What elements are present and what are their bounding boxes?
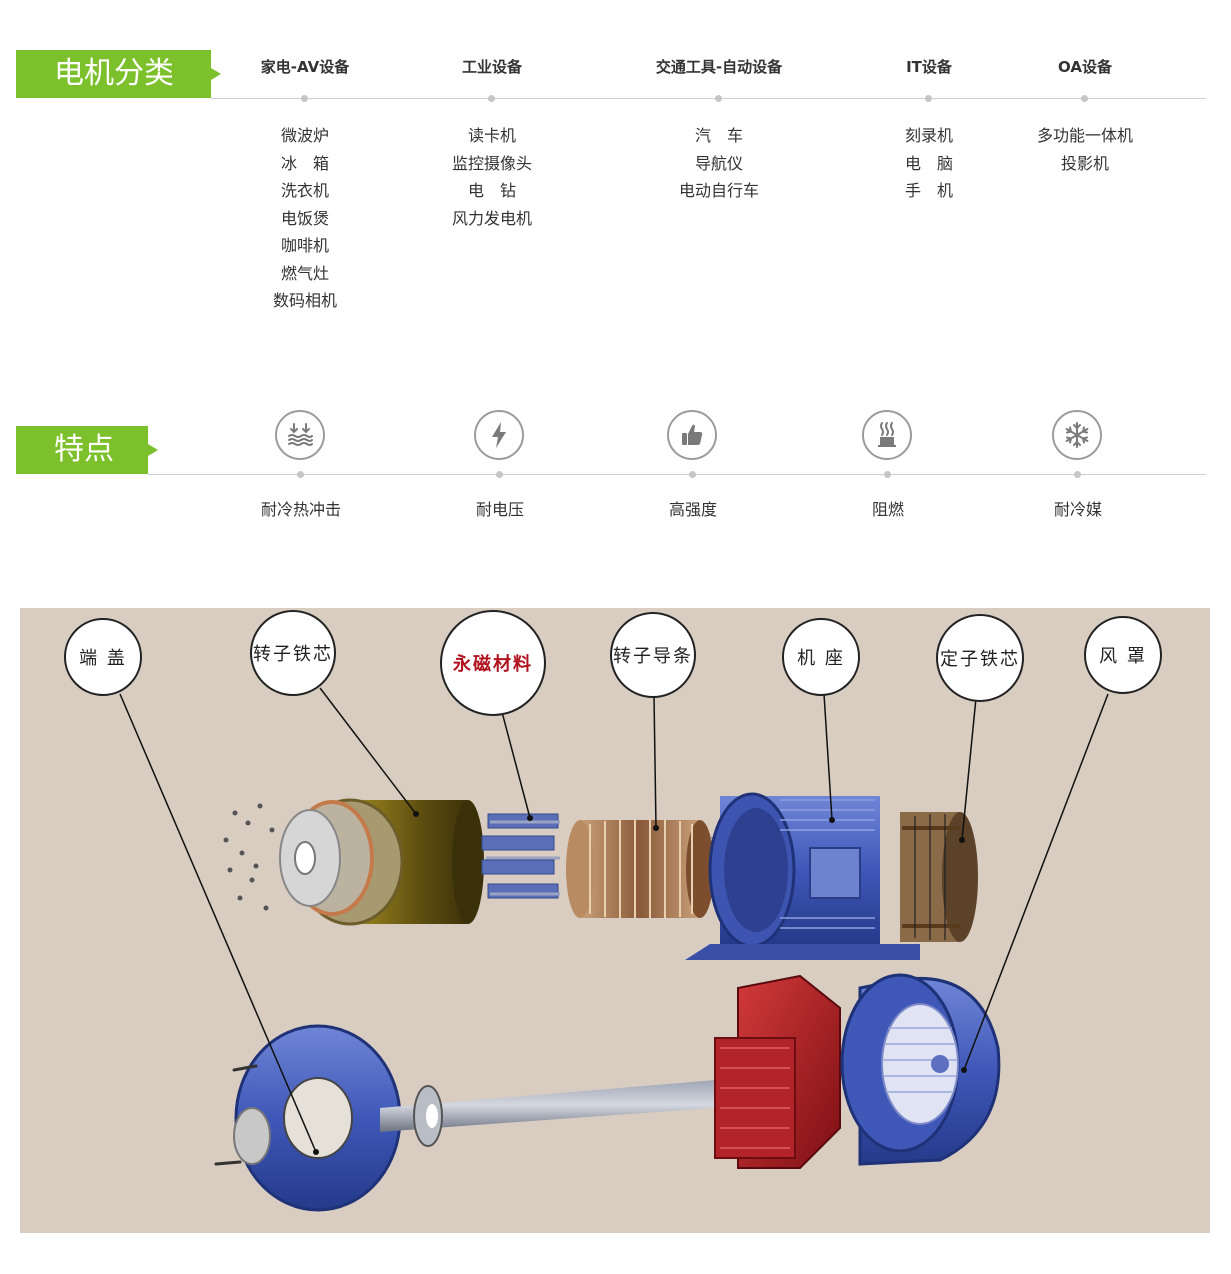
callout-permanent-magnet: 永磁材料 xyxy=(440,610,546,716)
category-item: 监控摄像头 xyxy=(451,153,532,173)
category-dot xyxy=(488,95,495,102)
callout-label: 端 盖 xyxy=(79,648,127,669)
callout-label: 转子铁芯 xyxy=(253,644,333,665)
feature-dot xyxy=(884,471,891,478)
category-item: 刻录机 xyxy=(904,126,953,145)
category-item: 电 钻 xyxy=(467,181,516,200)
category-title: IT设备 xyxy=(906,58,952,76)
category-title: 工业设备 xyxy=(461,58,522,76)
thermal-shock-icon xyxy=(275,410,325,460)
snowflake-icon xyxy=(1052,410,1102,460)
lightning-icon xyxy=(474,410,524,460)
category-item: 投影机 xyxy=(1060,153,1109,173)
callout-label: 永磁材料 xyxy=(453,654,533,675)
category-item: 多功能一体机 xyxy=(1036,126,1133,145)
callout-label: 机 座 xyxy=(797,648,845,669)
category-item: 燃气灶 xyxy=(280,263,329,283)
category-item: 读卡机 xyxy=(467,126,516,145)
category-item-list: 多功能一体机 投影机 xyxy=(985,122,1185,177)
features-tag-label: 特点 xyxy=(54,432,114,467)
feature-label: 耐冷热冲击 xyxy=(260,500,341,519)
category-title: 家电-AV设备 xyxy=(260,58,350,76)
callout-rotor-core: 转子铁芯 xyxy=(250,610,336,696)
category-dot xyxy=(715,95,722,102)
category-item: 冰 箱 xyxy=(280,153,329,173)
feature-label: 耐电压 xyxy=(475,500,524,519)
feature-dot xyxy=(496,471,503,478)
feature-label: 阻燃 xyxy=(871,500,904,519)
category-item: 电动自行车 xyxy=(678,181,759,200)
callout-end-cap: 端 盖 xyxy=(64,618,142,696)
feature-label: 耐冷媒 xyxy=(1053,500,1102,519)
features-divider xyxy=(148,474,1206,475)
motor-exploded-diagram: 端 盖 转子铁芯 永磁材料 转子导条 机 座 定子铁芯 风 罩 xyxy=(20,608,1210,1233)
category-item-list: 刻录机 电 脑 手 机 xyxy=(829,122,1029,205)
category-item-list: 微波炉 冰 箱 洗衣机 电饭煲 咖啡机 燃气灶 数码相机 xyxy=(205,122,405,315)
category-title: OA设备 xyxy=(1058,58,1112,76)
category-item-list: 读卡机 监控摄像头 电 钻 风力发电机 xyxy=(392,122,592,232)
category-item: 导航仪 xyxy=(694,153,743,173)
category-dot xyxy=(301,95,308,102)
category-item: 咖啡机 xyxy=(280,236,329,255)
callout-fan-cover: 风 罩 xyxy=(1084,616,1162,694)
category-item: 汽 车 xyxy=(694,126,743,145)
classification-divider xyxy=(211,98,1206,99)
category-title: 交通工具-自动设备 xyxy=(655,58,783,76)
category-dot xyxy=(1081,95,1088,102)
thumbs-up-icon xyxy=(667,410,717,460)
category-item: 电 脑 xyxy=(904,153,953,173)
category-item: 数码相机 xyxy=(272,291,337,310)
motor-illustration xyxy=(119,687,1109,1212)
features-tag: 特点 xyxy=(16,426,158,474)
feature-dot xyxy=(297,471,304,478)
classification-tag: 电机分类 xyxy=(16,50,221,98)
callout-label: 风 罩 xyxy=(1099,646,1147,667)
category-item-list: 汽 车 导航仪 电动自行车 xyxy=(619,122,819,205)
callout-stator-core: 定子铁芯 xyxy=(936,614,1024,702)
category-dot xyxy=(925,95,932,102)
feature-dot xyxy=(689,471,696,478)
callout-rotor-bars: 转子导条 xyxy=(610,612,696,698)
category-item: 洗衣机 xyxy=(280,181,329,200)
feature-dot xyxy=(1074,471,1081,478)
category-item: 风力发电机 xyxy=(451,208,532,228)
flame-retardant-icon xyxy=(862,410,912,460)
feature-label: 高强度 xyxy=(668,500,717,519)
classification-tag-label: 电机分类 xyxy=(54,56,174,91)
category-item: 手 机 xyxy=(904,181,953,200)
category-item: 电饭煲 xyxy=(280,208,329,228)
category-item: 微波炉 xyxy=(280,126,329,145)
callout-frame: 机 座 xyxy=(782,618,860,696)
callout-label: 转子导条 xyxy=(613,646,693,667)
callout-label: 定子铁芯 xyxy=(940,649,1020,670)
